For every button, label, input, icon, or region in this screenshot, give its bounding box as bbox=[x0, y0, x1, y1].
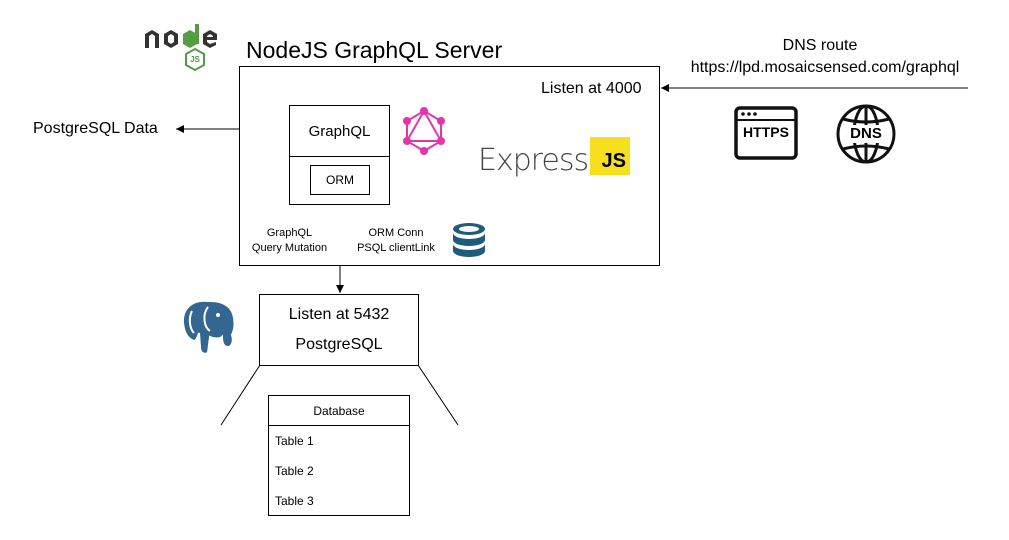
postgresql-elephant-icon bbox=[181, 299, 236, 355]
database-stack-icon bbox=[453, 223, 485, 257]
dns-route-label: DNS route bbox=[782, 37, 858, 54]
express-wordmark: Express bbox=[478, 143, 589, 178]
https-icon: HTTPS bbox=[734, 106, 798, 160]
table-row: Table 3 bbox=[275, 494, 314, 508]
table-row: Table 1 bbox=[275, 434, 314, 448]
database-table: Database Table 1 Table 2 Table 3 bbox=[268, 395, 410, 516]
graphql-box: GraphQL ORM bbox=[289, 105, 390, 205]
db-left-edge bbox=[220, 364, 261, 426]
dns-route-url: https://lpd.mosaicsensed.com/graphql bbox=[690, 59, 960, 76]
postgresql-label: PostgreSQL bbox=[295, 336, 383, 353]
dns-icon-label: DNS bbox=[850, 125, 882, 142]
server-listen-port: Listen at 4000 bbox=[541, 80, 642, 97]
orm-conn-annotation: ORM Conn PSQL clientLink bbox=[346, 226, 446, 256]
diagram-title: NodeJS GraphQL Server bbox=[246, 37, 503, 63]
postgresql-box: Listen at 5432 PostgreSQL bbox=[259, 294, 419, 366]
database-header-divider bbox=[269, 425, 409, 426]
nodejs-logo-icon bbox=[145, 24, 217, 72]
table-row: Table 2 bbox=[275, 464, 314, 478]
graphql-ops-annotation: GraphQL Query Mutation bbox=[242, 226, 337, 256]
graphql-ops-line1: GraphQL bbox=[266, 227, 313, 239]
globe-icon bbox=[836, 104, 896, 164]
orm-box: ORM bbox=[310, 165, 370, 195]
dns-globe-icon: DNS bbox=[835, 103, 897, 165]
graphql-icon bbox=[403, 107, 445, 155]
graphql-divider bbox=[290, 156, 389, 157]
browser-window-icon bbox=[734, 106, 798, 160]
graphql-label: GraphQL bbox=[308, 122, 371, 140]
postgresql-listen-port: Listen at 5432 bbox=[288, 306, 390, 323]
nodejs-logo: JS bbox=[143, 22, 233, 80]
graphql-ops-line2: Query Mutation bbox=[251, 242, 328, 254]
express-js-badge: JS bbox=[590, 137, 630, 175]
postgres-data-label: PostgreSQL Data bbox=[33, 120, 158, 137]
https-icon-label: HTTPS bbox=[743, 124, 789, 140]
orm-conn-line1: ORM Conn bbox=[368, 227, 424, 239]
db-right-edge bbox=[417, 364, 459, 426]
database-header: Database bbox=[313, 403, 365, 418]
orm-conn-line2: PSQL clientLink bbox=[357, 242, 435, 254]
nodejs-badge: JS bbox=[190, 55, 200, 64]
